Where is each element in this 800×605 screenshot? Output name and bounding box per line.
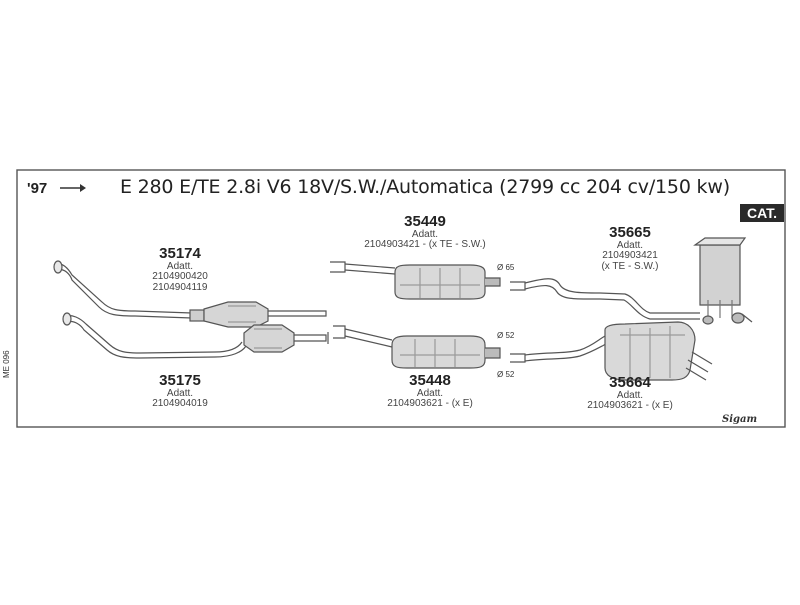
diagram-border	[16, 169, 786, 428]
part-note: Adatt.	[616, 389, 644, 401]
part-code: 2104903421	[602, 250, 658, 262]
part-code: 2104903621 - (x E)	[387, 398, 473, 410]
part-label-35449[interactable]: 35449 Adatt. 2104903421 - (x TE - S.W.)	[340, 214, 510, 251]
catalyst-badge: CAT.	[740, 204, 784, 222]
part-code: 2104903421 - (x TE - S.W.)	[364, 239, 486, 251]
part-note: (x TE - S.W.)	[601, 260, 659, 272]
part-label-35448[interactable]: 35448 Adatt. 2104903621 - (x E)	[360, 373, 500, 410]
part-label-35665[interactable]: 35665 Adatt. 2104903421 (x TE - S.W.)	[580, 225, 680, 272]
front-pipe-35174	[53, 260, 327, 328]
brand-logo: Sigam	[722, 414, 758, 425]
part-number: 35664	[609, 374, 651, 391]
arrow-right-icon	[60, 184, 86, 192]
rear-silencer-35665	[510, 237, 753, 325]
centre-silencer-35448	[333, 325, 501, 369]
diameter-label: Ø 52	[497, 331, 515, 340]
diameter-label: Ø 65	[497, 263, 515, 272]
part-code: 2104904119	[152, 281, 208, 293]
diameter-label: Ø 52	[497, 370, 515, 379]
part-code: 2104904019	[152, 398, 208, 410]
rear-silencer-35664	[510, 321, 713, 381]
part-note: Adatt.	[166, 387, 194, 399]
part-label-35664[interactable]: 35664 Adatt. 2104903621 - (x E)	[560, 375, 700, 412]
part-number: 35449	[404, 213, 446, 230]
part-note: Adatt.	[411, 228, 439, 240]
part-note: Adatt.	[166, 260, 194, 272]
part-number: 35665	[609, 224, 651, 241]
part-number: 35174	[159, 245, 201, 262]
model-year: '97	[27, 180, 48, 197]
centre-silencer-35449	[330, 261, 501, 300]
part-number: 35448	[409, 372, 451, 389]
part-note: Adatt.	[416, 387, 444, 399]
part-label-35175[interactable]: 35175 Adatt. 2104904019	[120, 373, 240, 410]
part-number: 35175	[159, 372, 201, 389]
vehicle-title: E 280 E/TE 2.8i V6 18V/S.W./Automatica (…	[120, 176, 730, 198]
part-label-35174[interactable]: 35174 Adatt. 2104900420 2104904119	[120, 246, 240, 293]
part-code: 2104900420	[152, 271, 208, 283]
front-pipe-35175	[62, 312, 329, 359]
catalogue-code: ME 096	[2, 350, 11, 378]
part-note: Adatt.	[616, 239, 644, 251]
part-code: 2104903621 - (x E)	[587, 400, 673, 412]
